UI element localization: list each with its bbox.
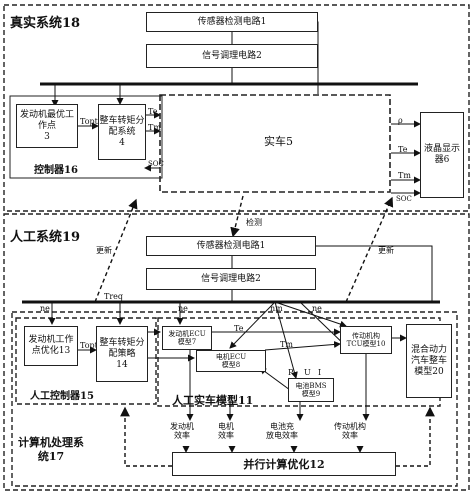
art-te-label: Te [234, 324, 244, 333]
ne3-label: ne [312, 304, 322, 313]
feedback-left-arrow [120, 406, 172, 467]
soc-r-label: SOC [396, 195, 412, 203]
engine-eff-label: 发动机 效率 [170, 422, 194, 440]
artificial-system-region [3, 213, 470, 491]
u-label: U [304, 368, 311, 377]
art-engine-opt-box: 发动机工作点优化13 [24, 326, 78, 366]
ne2-label: ne [178, 304, 188, 313]
transmission-eff-label: 传动机构 效率 [334, 422, 366, 440]
computer-system-region [11, 311, 458, 487]
tm-label: Tm [148, 123, 161, 132]
update-left-label: 更新 [96, 246, 112, 255]
te-r-label: Te [398, 145, 408, 154]
art-topt-label: Topt [80, 341, 98, 350]
feedback-right-arrow [396, 406, 435, 467]
update-arrow-left [94, 198, 138, 303]
tcu-box: 传动机构 TCU模型10 [340, 326, 392, 354]
te-label: Te [148, 107, 158, 116]
art-vehicle-label: 人工实车模型11 [172, 394, 254, 407]
art-tm-label: Tm [280, 340, 293, 349]
real-vehicle-box [159, 94, 391, 193]
topt-label: Topt [80, 117, 98, 126]
controller16-label: 控制器16 [34, 165, 78, 176]
real-engine-opt-box: 发动机最优工作点 3 [16, 104, 78, 148]
detect-arrow [230, 195, 244, 238]
rho-label: ρ [398, 116, 403, 125]
art-signal-box: 信号调理电路2 [146, 268, 316, 290]
update-right-label: 更新 [378, 246, 394, 255]
real-torque-dist-box: 整车转矩分配系统 4 [98, 104, 146, 160]
battery-eff-label: 电池充 放电效率 [266, 422, 298, 440]
art-torque-dist-box: 整车转矩分配策略 14 [96, 326, 148, 382]
real-vehicle-label: 实车5 [264, 135, 293, 148]
arrow-bus-motorecu [229, 301, 276, 349]
artificial-system-title: 人工系统19 [10, 230, 81, 245]
real-sensor-box: 传感器检测电路1 [146, 12, 318, 32]
art-sensor-box: 传感器检测电路1 [146, 236, 316, 256]
lcd-box: 液晶显示器6 [420, 112, 464, 198]
bms-box: 电池BMS 模型9 [288, 378, 334, 402]
link-art-feedback [316, 245, 433, 302]
parallel-opt-box: 并行计算优化12 [172, 452, 396, 476]
art-controller-box [15, 317, 157, 405]
treq-label: Treq [104, 292, 124, 301]
hybrid-vehicle-box: 混合动力汽车整车模型20 [406, 324, 452, 398]
update-arrow-right [345, 196, 394, 303]
computer-system-title: 计算机处理系 统17 [18, 436, 84, 463]
real-system-region [3, 4, 470, 212]
arrow-motorecu-tcu [264, 340, 341, 351]
p-label: P [288, 368, 294, 377]
real-system-title: 真实系统18 [10, 16, 81, 31]
arrow-bus-bms [274, 301, 298, 379]
real-signal-box: 信号调理电路2 [146, 44, 318, 68]
soc-label: SOC [148, 160, 164, 168]
controller16-box [9, 95, 163, 179]
nm-label: nm [270, 304, 283, 313]
i-label: I [318, 368, 322, 377]
engine-ecu-box: 发动机ECU 模型7 [162, 326, 212, 350]
art-vehicle-model-box [157, 317, 441, 407]
ne-label: ne [40, 304, 50, 313]
arrow-bus-tcu [274, 301, 347, 328]
motor-ecu-box: 电机ECU 模型8 [196, 350, 266, 372]
tm-r-label: Tm [398, 171, 411, 180]
detect-label: 检测 [246, 218, 262, 227]
motor-eff-label: 电机 效率 [218, 422, 234, 440]
art-controller-label: 人工控制器15 [30, 391, 94, 402]
